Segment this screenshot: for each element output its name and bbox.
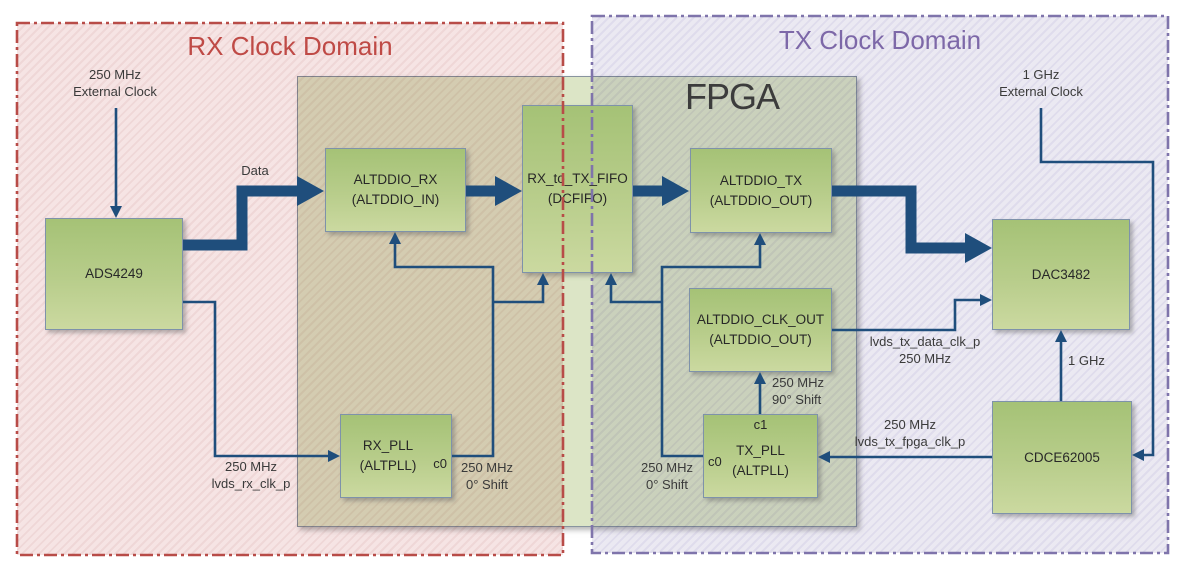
block-label: ALTDDIO_TX xyxy=(719,172,803,188)
rx-domain-title: RX Clock Domain xyxy=(187,31,393,61)
block-rx-to-tx-fifo: RX_to_TX_FIFO (DCFIFO) xyxy=(522,105,633,273)
block-label: ALTDDIO_CLK_OUT xyxy=(696,312,825,327)
label-lvds-rx-clk: 250 MHz lvds_rx_clk_p xyxy=(211,459,291,491)
label-tx-pll-0-shift: 250 MHz 0° Shift xyxy=(640,460,694,492)
label-rx-pll-0-shift: 250 MHz 0° Shift xyxy=(460,460,514,492)
block-label: RX_to_TX_FIFO xyxy=(527,171,628,186)
block-label: TX_PLL xyxy=(736,443,785,458)
label-lvds-tx-fpga-clk: 250 MHz lvds_tx_fpga_clk_p xyxy=(854,417,966,449)
block-sublabel: (DCFIFO) xyxy=(547,191,608,206)
label-tx-external-clock: 1 GHz External Clock xyxy=(999,67,1083,99)
label-rx-external-clock: 250 MHz External Clock xyxy=(73,67,157,99)
block-label: ADS4249 xyxy=(85,266,143,281)
block-altddio-rx: ALTDDIO_RX (ALTDDIO_IN) xyxy=(325,148,466,232)
block-sublabel: (ALTDDIO_IN) xyxy=(351,192,440,207)
port-c0: c0 xyxy=(433,456,447,471)
label-dac-1ghz: 1 GHz xyxy=(1068,353,1105,368)
block-label: ALTDDIO_RX xyxy=(353,172,438,187)
block-cdce62005: CDCE62005 xyxy=(992,401,1132,514)
block-sublabel: (ALTPLL) xyxy=(359,458,417,473)
block-sublabel: (ALTDDIO_OUT) xyxy=(709,332,812,347)
block-altddio-clk-out: ALTDDIO_CLK_OUT (ALTDDIO_OUT) xyxy=(689,288,832,372)
block-tx-pll: TX_PLL (ALTPLL) c0 c1 xyxy=(703,414,818,498)
port-c0: c0 xyxy=(708,454,722,469)
block-dac3482: DAC3482 xyxy=(992,219,1130,330)
tx-domain-title: TX Clock Domain xyxy=(778,25,982,55)
port-c1: c1 xyxy=(753,417,768,432)
label-lvds-tx-data-clk: lvds_tx_data_clk_p 250 MHz xyxy=(869,334,981,366)
block-label: RX_PLL xyxy=(362,438,414,453)
fpga-label: FPGA xyxy=(684,76,780,117)
block-label: CDCE62005 xyxy=(1024,449,1100,465)
block-sublabel: (ALTPLL) xyxy=(732,463,789,478)
label-tx-pll-90-shift: 250 MHz 90° Shift xyxy=(772,375,825,407)
block-label: DAC3482 xyxy=(1031,266,1091,282)
label-data: Data xyxy=(241,163,269,178)
block-altddio-tx: ALTDDIO_TX (ALTDDIO_OUT) xyxy=(690,148,832,233)
block-sublabel: (ALTDDIO_OUT) xyxy=(709,192,813,208)
block-rx-pll: RX_PLL (ALTPLL) c0 xyxy=(340,414,452,498)
block-ads4249: ADS4249 xyxy=(45,218,183,330)
